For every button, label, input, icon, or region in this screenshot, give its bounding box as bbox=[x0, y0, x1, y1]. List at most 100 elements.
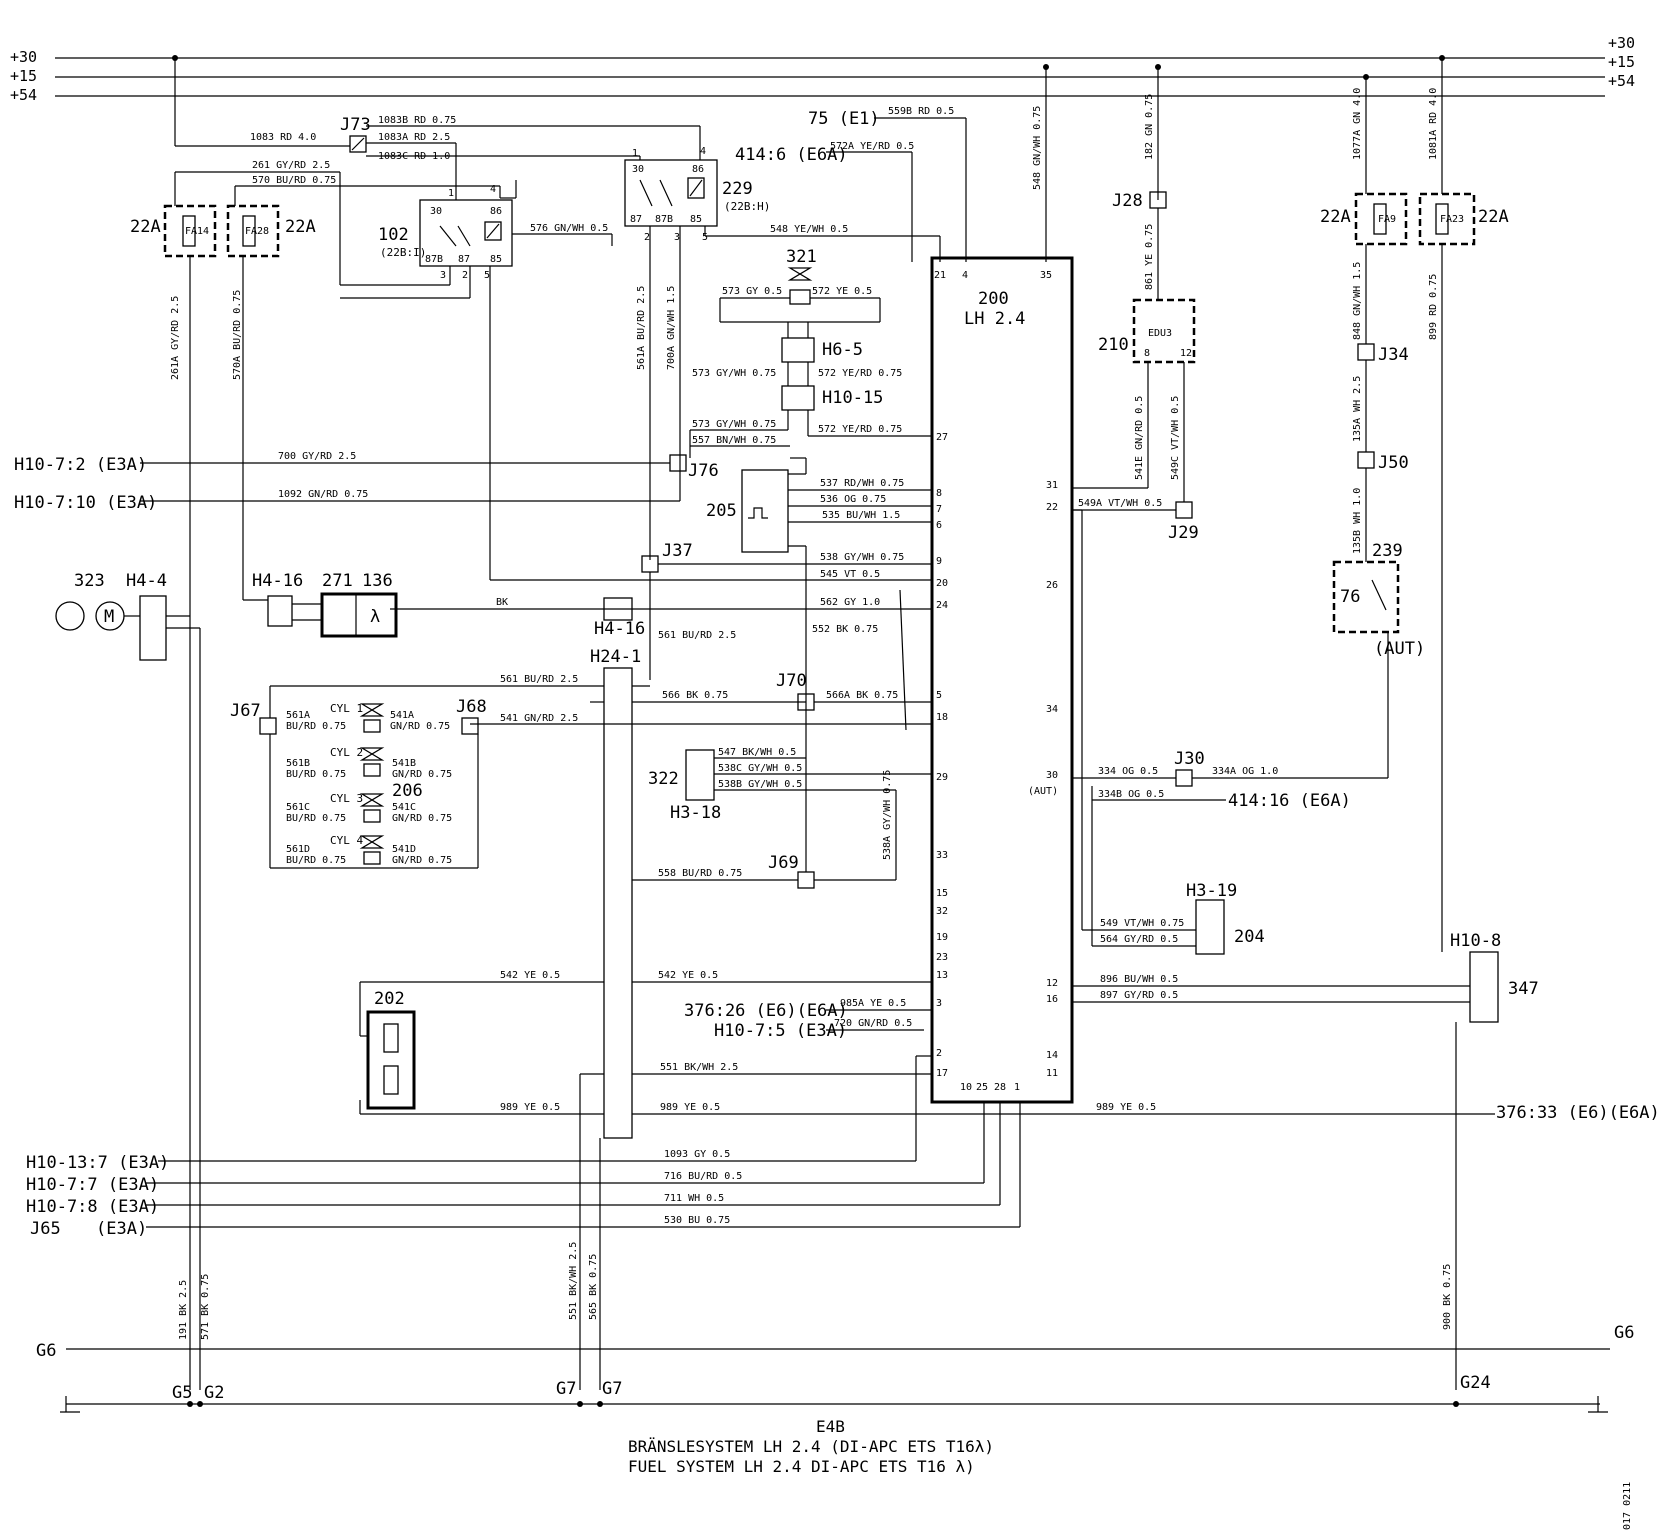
connector-h6-5 bbox=[781, 337, 815, 363]
wire-573d: 573 GY/WH 0.75 bbox=[692, 419, 776, 430]
bus-label-54-right: +54 bbox=[1608, 72, 1635, 90]
inj-541b-2: GN/RD 0.75 bbox=[392, 769, 452, 780]
ecu-pin-34: 34 bbox=[1046, 704, 1058, 715]
relay-102-pin-87: 87 bbox=[458, 254, 470, 265]
connector-j34 bbox=[1357, 343, 1375, 361]
relay-102-pin-1: 1 bbox=[448, 188, 454, 199]
wire-561a: 561A BU/RD 2.5 bbox=[636, 286, 647, 370]
right-area: 182 GN 0.75 J28 861 YE 0.75 EDU3 210 8 1… bbox=[1072, 58, 1539, 1390]
ground-g6-left: G6 bbox=[36, 1341, 56, 1361]
switch-239-aut: (AUT) bbox=[1374, 639, 1425, 659]
h4-16-a-label: H4-16 bbox=[252, 571, 303, 591]
relay-229-pin-5: 5 bbox=[702, 232, 708, 243]
j28-label: J28 bbox=[1112, 191, 1143, 211]
ecu-pin-30-aut: (AUT) bbox=[1028, 786, 1058, 797]
fa28-rating: 22A bbox=[285, 217, 316, 237]
j29-label: J29 bbox=[1168, 523, 1199, 543]
lambda-271-id: 271 bbox=[322, 571, 353, 591]
wire-1083c: 1083C RD 1.0 bbox=[378, 151, 450, 162]
h24-injector-area: H24-1 561 BU/RD 2.5 566 BK 0.75 J70 566A… bbox=[230, 647, 932, 1139]
h10-8-label: H10-8 bbox=[1450, 931, 1501, 951]
ecu-pin-24: 24 bbox=[936, 600, 948, 611]
unit-210-pin-12: 12 bbox=[1180, 348, 1192, 359]
tps-area: 322 H3-18 547 BK/WH 0.5 538C GY/WH 0.5 5… bbox=[632, 589, 932, 889]
wire-538a: 538A GY/WH 0.75 bbox=[882, 770, 893, 860]
inj-561d: 561D bbox=[286, 844, 310, 855]
ecu-pin-11: 11 bbox=[1046, 1068, 1058, 1079]
ref-j65-e3a: (E3A) bbox=[96, 1219, 147, 1239]
relay-229-area: 229 (22B:H) 30 86 87 87B 85 1 4 2 3 5 54… bbox=[611, 67, 1047, 560]
ecu-pin-33: 33 bbox=[936, 850, 948, 861]
relay-229-pin-3: 3 bbox=[674, 232, 680, 243]
ref-75-e1: 75 (E1) bbox=[808, 109, 880, 129]
ecu-pin-26: 26 bbox=[1046, 580, 1058, 591]
tps-322-id: 322 bbox=[648, 769, 679, 789]
wire-700a: 700A GN/WH 1.5 bbox=[666, 286, 677, 370]
h24-1-label: H24-1 bbox=[590, 647, 641, 667]
connector-j68 bbox=[461, 717, 479, 735]
ecu-pin-19: 19 bbox=[936, 932, 948, 943]
wire-896: 896 BU/WH 0.5 bbox=[1100, 974, 1178, 985]
supply-buses: +30 +15 +54 +30 +15 +54 bbox=[10, 34, 1635, 104]
connector-h4-4 bbox=[139, 595, 167, 661]
ref-376-33: 376:33 (E6)(E6A) bbox=[1496, 1103, 1658, 1123]
wire-530: 530 BU 0.75 bbox=[664, 1215, 730, 1226]
connector-j50 bbox=[1357, 451, 1375, 469]
unit-210-pin-8: 8 bbox=[1144, 348, 1150, 359]
inj-561b: 561B bbox=[286, 758, 310, 769]
ecu-pin-5: 5 bbox=[936, 690, 942, 701]
unit-210-id: 210 bbox=[1098, 335, 1129, 355]
wire-535: 535 BU/WH 1.5 bbox=[822, 510, 900, 521]
fuse-fa28 bbox=[226, 204, 280, 258]
relay-229-pin-1: 1 bbox=[632, 148, 638, 159]
wire-536: 536 OG 0.75 bbox=[820, 494, 886, 505]
unit-210 bbox=[1132, 298, 1196, 364]
title-line-1: BRÄNSLESYSTEM LH 2.4 (DI-APC ETS T16λ) bbox=[628, 1437, 994, 1456]
ecu-pin-27: 27 bbox=[936, 432, 948, 443]
ecu-200: 200 LH 2.4 21 4 35 27 8 7 6 9 20 24 5 18… bbox=[930, 256, 1074, 1104]
h3-19-label: H3-19 bbox=[1186, 881, 1237, 901]
pump-323-id: 323 bbox=[74, 571, 105, 591]
relay-229-pin-4: 4 bbox=[700, 146, 706, 157]
lambda-136-id: 136 bbox=[362, 571, 393, 591]
wire-989a: 989 YE 0.5 bbox=[500, 1102, 560, 1113]
bus-label-30-right: +30 bbox=[1608, 34, 1635, 52]
relay-102-pin-3: 3 bbox=[440, 270, 446, 281]
cyl-4: CYL 4 bbox=[330, 834, 363, 847]
sensor-205-area: 205 537 RD/WH 0.75 536 OG 0.75 535 BU/WH… bbox=[706, 457, 932, 720]
ecu-pin-15: 15 bbox=[936, 888, 948, 899]
fuse-fa9 bbox=[1354, 192, 1408, 246]
fa23-rating: 22A bbox=[1478, 207, 1509, 227]
ecu-box bbox=[930, 256, 1074, 1104]
inj-561a: 561A bbox=[286, 710, 310, 721]
lambda-symbol: λ bbox=[370, 607, 380, 627]
connector-h3-19 bbox=[1195, 899, 1225, 955]
title-line-2: FUEL SYSTEM LH 2.4 DI-APC ETS T16 λ) bbox=[628, 1457, 975, 1476]
ecu-pin-25: 25 bbox=[976, 1082, 988, 1093]
fa28-label: FA28 bbox=[245, 226, 269, 237]
j67-label: J67 bbox=[230, 701, 261, 721]
relay-229-pin-2: 2 bbox=[644, 232, 650, 243]
inj-561c: 561C bbox=[286, 802, 310, 813]
ref-h10-7-8: H10-7:8 (E3A) bbox=[26, 1197, 159, 1217]
ground-g5: G5 bbox=[172, 1383, 192, 1403]
j37-lambda-area: J37 538 GY/WH 0.75 545 VT 0.5 562 GY 1.0… bbox=[55, 541, 932, 1390]
ref-414-16: 414:16 (E6A) bbox=[1228, 791, 1351, 811]
ecu-pin-8: 8 bbox=[936, 488, 942, 499]
wire-700: 700 GY/RD 2.5 bbox=[278, 451, 356, 462]
ecu-pin-31: 31 bbox=[1046, 480, 1058, 491]
relay-102-pin-86: 86 bbox=[490, 206, 502, 217]
connector-j73 bbox=[349, 135, 367, 153]
connector-j67 bbox=[259, 717, 277, 735]
wire-548: 548 YE/WH 0.5 bbox=[770, 224, 848, 235]
wire-572d: 572 YE/RD 0.75 bbox=[818, 424, 902, 435]
wire-900: 900 BK 0.75 bbox=[1442, 1264, 1453, 1330]
injectors-206-id: 206 bbox=[392, 781, 423, 801]
switch-239-id: 239 bbox=[1372, 541, 1403, 561]
h6-5-label: H6-5 bbox=[822, 340, 863, 360]
wire-716: 716 BU/RD 0.5 bbox=[664, 1171, 742, 1182]
ecu-pin-1: 1 bbox=[1014, 1082, 1020, 1093]
ecu-pin-2: 2 bbox=[936, 1048, 942, 1059]
relay-229-pin-87b: 87B bbox=[655, 214, 673, 225]
j76-label: J76 bbox=[688, 461, 719, 481]
